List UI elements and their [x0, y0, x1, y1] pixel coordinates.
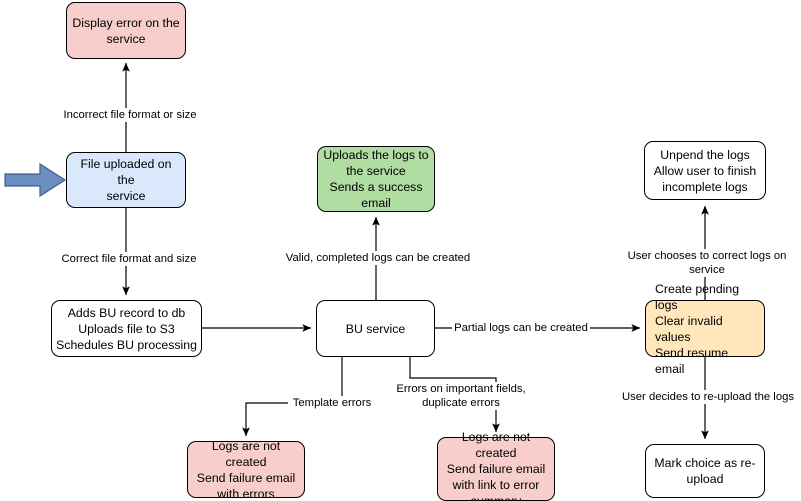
node-file-uploaded-on-the-service[interactable]: File uploaded on the service [66, 152, 186, 208]
edge-label-incorrect-file-format-or-size: Incorrect file format or size [58, 108, 202, 122]
node-create-pending-logs[interactable]: Create pending logs Clear invalid values… [645, 282, 765, 376]
node-logs-not-created-with-errors[interactable]: Logs are not created Send failure email … [187, 439, 305, 501]
node-display-error[interactable]: Display error on the service [66, 2, 186, 59]
node-mark-choice-as-re-upload[interactable]: Mark choice as re- upload [645, 444, 765, 498]
edge-label-partial-logs-can-be-created: Partial logs can be created [452, 321, 590, 335]
node-uploads-the-logs-to-the-service[interactable]: Uploads the logs to the service Sends a … [317, 146, 435, 212]
edge-label-template-errors: Template errors [288, 396, 376, 410]
node-logs-not-created-error-summary[interactable]: Logs are not created Send failure email … [437, 430, 555, 501]
node-bu-service[interactable]: BU service [316, 300, 435, 357]
edge-label-correct-file-format-and-size: Correct file format and size [58, 252, 200, 266]
node-unpend-the-logs[interactable]: Unpend the logs Allow user to finish inc… [644, 141, 766, 200]
edge-label-valid-completed-logs: Valid, completed logs can be created [283, 251, 473, 265]
edge-label-user-decides-to-re-upload: User decides to re-upload the logs [618, 390, 798, 404]
edge-label-errors-on-important-fields: Errors on important fields, duplicate er… [393, 382, 529, 410]
edge-label-user-chooses-to-correct-logs: User chooses to correct logs on service [608, 249, 801, 277]
entry-arrow-icon [4, 162, 67, 198]
node-adds-bu-record-to-db[interactable]: Adds BU record to db Uploads file to S3 … [51, 300, 202, 357]
